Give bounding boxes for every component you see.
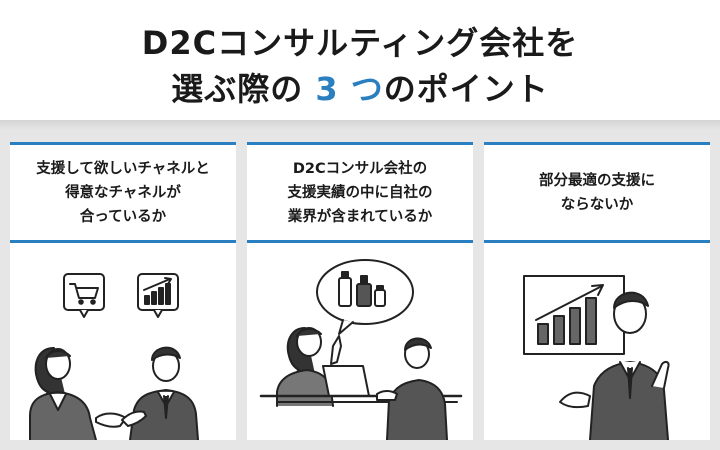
card-heading: D2Cコンサル会社の 支援実績の中に自社の 業界が含まれているか — [247, 145, 473, 240]
header: D2Cコンサルティング会社を 選ぶ際の 3 つのポイント — [0, 0, 720, 120]
man-figure — [376, 337, 448, 440]
title-suffix: のポイント — [383, 70, 549, 108]
card-heading-line: 支援して欲しいチャネルと — [36, 160, 210, 177]
presenter-illustration — [484, 246, 710, 440]
page-title-line-2: 選ぶ際の 3 つのポイント — [0, 64, 720, 110]
card-top-bar — [10, 142, 236, 145]
growth-chart-icon — [137, 273, 179, 318]
page-title-line-1: D2Cコンサルティング会社を — [141, 24, 579, 62]
card-bottom-bar — [484, 240, 710, 243]
cosmetic-products-icon — [316, 259, 414, 335]
card-bottom-bar — [10, 240, 236, 243]
card-heading-line: 部分最適の支援に — [539, 172, 655, 189]
card-heading-line: 合っているか — [79, 208, 167, 225]
title-prefix: 選ぶ際の — [171, 70, 304, 108]
header-shadow — [0, 120, 720, 130]
point-card-3: 部分最適の支援に ならないか — [484, 142, 710, 440]
point-card-2: D2Cコンサル会社の 支援実績の中に自社の 業界が含まれているか — [247, 142, 473, 440]
card-heading-line: 得意なチャネルが — [65, 184, 181, 201]
card-heading-line: 業界が含まれているか — [287, 208, 433, 225]
card-bottom-bar — [247, 240, 473, 243]
card-heading: 支援して欲しいチャネルと 得意なチャネルが 合っているか — [10, 145, 236, 240]
presenter-figure — [559, 291, 670, 440]
man-figure — [129, 346, 199, 440]
card-top-bar — [247, 142, 473, 145]
growth-board-icon — [523, 275, 625, 355]
card-heading-line: D2Cコンサル会社の — [292, 160, 428, 177]
woman-figure — [29, 347, 97, 440]
point-card-1: 支援して欲しいチャネルと 得意なチャネルが 合っているか — [10, 142, 236, 440]
card-heading: 部分最適の支援に ならないか — [484, 145, 710, 240]
handshake-illustration — [10, 246, 236, 440]
card-top-bar — [484, 142, 710, 145]
card-heading-line: ならないか — [560, 196, 634, 213]
card-heading-line: 支援実績の中に自社の — [287, 184, 433, 201]
title-number-accent: 3 つ — [315, 70, 384, 108]
consultation-illustration — [247, 246, 473, 440]
cart-bubble-icon — [63, 273, 105, 318]
handshake-hands — [95, 410, 147, 428]
